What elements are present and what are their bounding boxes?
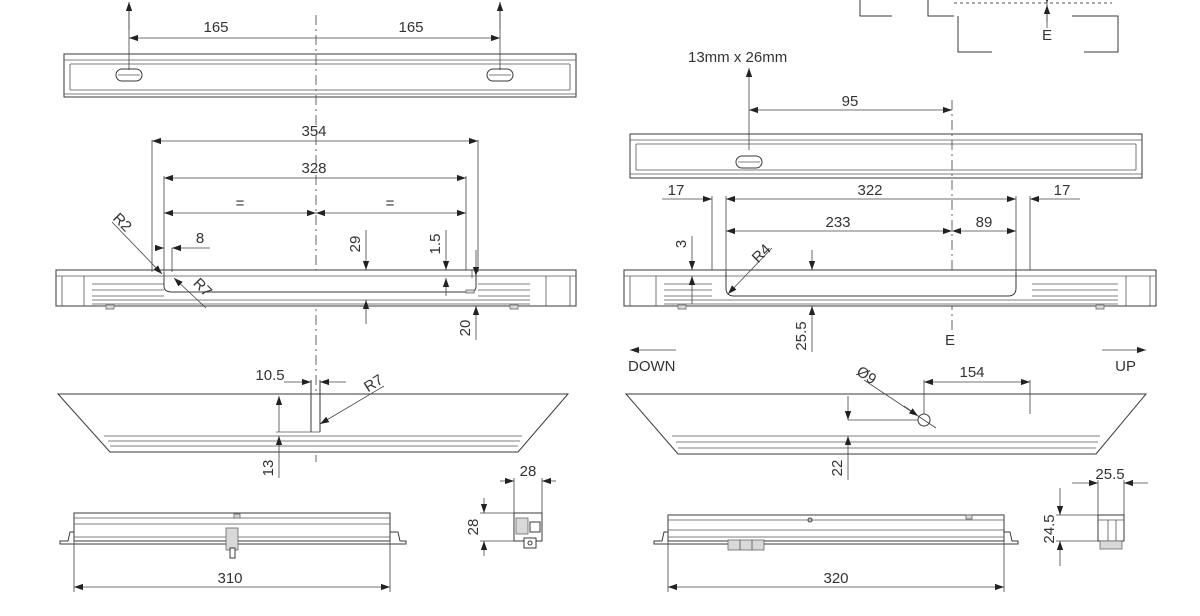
dim-89: 89 [976, 214, 993, 231]
diameter-9: Ø9 [853, 363, 879, 388]
left-cross-section: 354 328 = = R2 8 R7 29 1.5 20 [55, 123, 577, 340]
dim-154: 154 [959, 364, 984, 381]
radius-r4: R4 [749, 241, 775, 267]
dim-22: 22 [829, 460, 846, 477]
left-end-view: 28 28 [465, 463, 556, 556]
dim-165-right: 165 [398, 19, 423, 36]
direction-down: DOWN [628, 358, 676, 375]
dim-320: 320 [823, 570, 848, 587]
right-cross-section: 17 322 17 233 89 3 R4 25.5 E [623, 182, 1157, 352]
dim-25-5-width: 25.5 [1095, 466, 1124, 483]
left-trapezoid-view: 10.5 R7 13 [56, 367, 570, 478]
right-top-view: 13mm x 26mm 95 [629, 49, 1143, 179]
dim-354: 354 [301, 123, 326, 140]
dim-17-left: 17 [668, 182, 685, 199]
dim-322: 322 [857, 182, 882, 199]
equal-right: = [386, 195, 395, 212]
dim-24-5-height: 24.5 [1041, 514, 1058, 543]
radius-r2: R2 [109, 210, 135, 236]
equal-left: = [236, 195, 245, 212]
section-marker-top: E [1042, 27, 1052, 44]
dim-3: 3 [673, 240, 690, 248]
dim-165-left: 165 [203, 19, 228, 36]
left-top-view: 165 165 [63, 2, 577, 98]
slot-hole [735, 155, 763, 169]
dim-328: 328 [301, 160, 326, 177]
right-trapezoid-view: Ø9 154 22 [624, 363, 1148, 480]
dim-28-height: 28 [465, 519, 482, 536]
dim-28-width: 28 [520, 463, 537, 480]
direction-up: UP [1115, 358, 1136, 375]
right-section-marker-top: E [859, 0, 1119, 53]
left-side-view: 310 [59, 512, 407, 592]
dim-20: 20 [457, 320, 474, 337]
dim-1-5: 1.5 [427, 234, 444, 255]
dim-8: 8 [196, 230, 204, 247]
slot-size-label: 13mm x 26mm [688, 49, 787, 66]
dim-13: 13 [260, 460, 277, 477]
dim-17-right: 17 [1054, 182, 1071, 199]
dim-310: 310 [217, 570, 242, 587]
right-end-view: 25.5 24.5 [1041, 466, 1148, 566]
dim-233: 233 [825, 214, 850, 231]
direction-labels: DOWN UP [628, 346, 1146, 375]
dim-25-5-section: 25.5 [793, 321, 810, 350]
right-side-view: 320 [653, 514, 1019, 592]
radius-r7-trapezoid: R7 [361, 371, 386, 396]
dim-10-5: 10.5 [255, 367, 284, 384]
dim-95: 95 [842, 93, 859, 110]
section-marker-e: E [945, 332, 955, 349]
dim-29: 29 [347, 236, 364, 253]
